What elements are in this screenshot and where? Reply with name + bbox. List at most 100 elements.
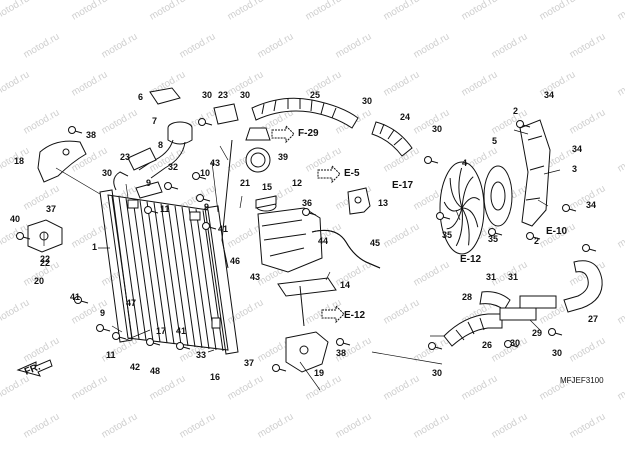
reference-label: F-29 xyxy=(298,128,319,139)
part-number-label: 41 xyxy=(70,292,80,302)
part-number-label: 44 xyxy=(318,236,328,246)
part-number-label: 39 xyxy=(278,152,288,162)
watermark-text: motod.ru xyxy=(460,69,500,98)
watermark-text: motod.ru xyxy=(256,411,296,440)
watermark-text: motod.ru xyxy=(568,107,608,136)
reference-label: E-17 xyxy=(392,180,414,191)
front-arrow-icon xyxy=(16,359,53,377)
part-number-label: 3 xyxy=(572,164,577,174)
thermostat-drawing xyxy=(221,127,271,269)
part-number-label: 28 xyxy=(462,292,472,302)
part-number-label: 45 xyxy=(370,238,380,248)
watermark-text: motod.ru xyxy=(616,373,625,402)
watermark-text: motod.ru xyxy=(616,69,625,98)
part-number-label: 30 xyxy=(510,338,520,348)
part-number-label: 8 xyxy=(158,140,163,150)
watermark-text: motod.ru xyxy=(226,0,266,23)
part-number-label: 15 xyxy=(262,182,272,192)
part-number-label: 22 xyxy=(40,258,50,268)
part-number-label: 37 xyxy=(46,204,56,214)
part-number-label: 40 xyxy=(10,214,20,224)
watermark-text: motod.ru xyxy=(382,0,422,23)
part-number-label: 23 xyxy=(120,152,130,162)
watermark-text: motod.ru xyxy=(412,31,452,60)
watermark-text: motod.ru xyxy=(412,411,452,440)
watermark-text: motod.ru xyxy=(22,31,62,60)
watermark-text: motod.ru xyxy=(616,145,625,174)
part-number-label: 36 xyxy=(302,198,312,208)
part-number-label: 20 xyxy=(34,276,44,286)
part-number-label: 34 xyxy=(586,200,596,210)
watermark-text: motod.ru xyxy=(382,297,422,326)
part-number-label: 16 xyxy=(210,372,220,382)
watermark-text: motod.ru xyxy=(100,107,140,136)
part-number-label: 38 xyxy=(336,348,346,358)
watermark-text: motod.ru xyxy=(178,411,218,440)
part-number-label: 5 xyxy=(492,136,497,146)
watermark-text: motod.ru xyxy=(70,373,110,402)
watermark-text: motod.ru xyxy=(616,297,625,326)
part-number-label: 11 xyxy=(106,350,116,360)
part-number-label: 10 xyxy=(200,168,210,178)
part-number-label: 24 xyxy=(400,112,410,122)
part-number-label: 43 xyxy=(210,158,220,168)
watermark-text: motod.ru xyxy=(22,107,62,136)
watermark-text: motod.ru xyxy=(22,335,62,364)
watermark-text: motod.ru xyxy=(100,411,140,440)
watermark-text: motod.ru xyxy=(100,31,140,60)
part-number-label: 14 xyxy=(340,280,350,290)
part-number-label: 9 xyxy=(204,202,209,212)
fan-assembly-drawing xyxy=(439,119,551,255)
radiator-drawing xyxy=(99,171,239,355)
part-number-label: 9 xyxy=(100,308,105,318)
hose-25-drawing xyxy=(251,97,359,129)
reference-label: E-10 xyxy=(546,226,568,237)
watermark-text: motod.ru xyxy=(382,373,422,402)
watermark-text: motod.ru xyxy=(460,0,500,23)
part-number-label: 38 xyxy=(86,130,96,140)
part-number-label: 46 xyxy=(230,256,240,266)
part-number-label: 19 xyxy=(314,368,324,378)
watermark-text: motod.ru xyxy=(148,0,188,23)
part-number-label: 11 xyxy=(160,204,170,214)
part-number-label: 42 xyxy=(130,362,140,372)
watermark-text: motod.ru xyxy=(22,411,62,440)
watermark-text: motod.ru xyxy=(538,0,578,23)
part-number-label: 29 xyxy=(532,328,542,338)
hose-23-top xyxy=(213,103,239,125)
hose-45-drawing xyxy=(311,229,381,269)
part-number-label: 34 xyxy=(544,90,554,100)
part-labels: 1223456789991011111213141516171819202122… xyxy=(10,90,598,382)
hose-24-drawing xyxy=(371,121,413,157)
hose-27-drawing xyxy=(563,260,603,313)
watermark-text: motod.ru xyxy=(0,0,31,23)
part-number-label: 4 xyxy=(462,158,467,168)
part-number-label: 31 xyxy=(508,272,518,282)
part-number-label: 13 xyxy=(378,198,388,208)
part-number-label: 26 xyxy=(482,340,492,350)
part-number-label: 30 xyxy=(202,90,212,100)
reference-labels: F-29E-5E-17E-12E-12E-10 xyxy=(298,128,568,321)
part-number-label: 34 xyxy=(572,144,582,154)
part-number-label: 22 xyxy=(40,254,50,264)
watermark-text: motod.ru xyxy=(334,411,374,440)
part-number-label: 33 xyxy=(196,350,206,360)
part-number-label: 18 xyxy=(14,156,24,166)
part-number-label: 30 xyxy=(102,168,112,178)
watermark-text: motod.ru xyxy=(412,259,452,288)
hose-23-left xyxy=(127,147,163,199)
reference-label: E-5 xyxy=(344,168,360,179)
catalog-code: MFJEF3100 xyxy=(560,376,604,385)
part-number-label: 30 xyxy=(432,368,442,378)
reserve-tank-drawing xyxy=(255,195,337,327)
part-number-label: 43 xyxy=(250,272,260,282)
watermark-text: motod.ru xyxy=(70,0,110,23)
leader-lines xyxy=(43,129,561,391)
watermark-text: motod.ru xyxy=(0,297,31,326)
part-number-label: 35 xyxy=(488,234,498,244)
part-number-label: 21 xyxy=(240,178,250,188)
watermark-text: motod.ru xyxy=(304,0,344,23)
watermark-text: motod.ru xyxy=(568,411,608,440)
watermark-text: motod.ru xyxy=(616,0,625,23)
